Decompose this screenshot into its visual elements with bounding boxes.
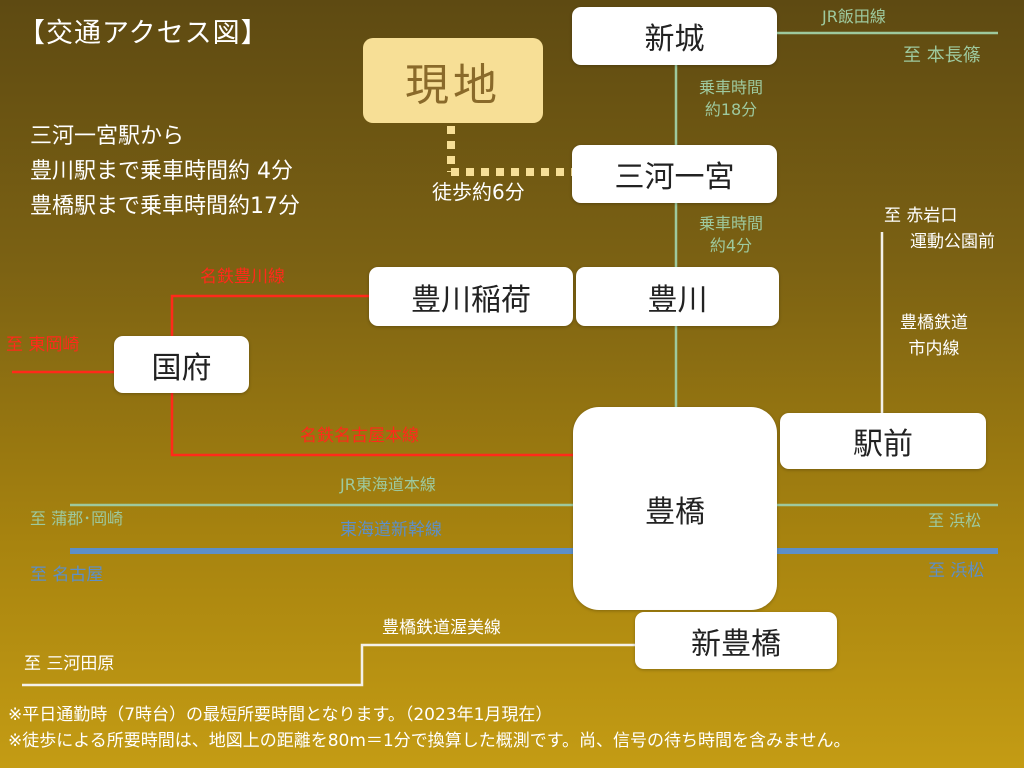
destination-honnagashino: 至 本長篠 [903, 45, 981, 66]
map-title: 【交通アクセス図】 [18, 18, 269, 49]
line-label-meitetsu-toyokawa: 名鉄豊川線 [200, 267, 285, 287]
current-location-label: 現地 [405, 59, 501, 111]
station-toyokawa: 豊川 [576, 267, 779, 326]
current-location-box: 現地 [363, 38, 543, 123]
line-label-jr-iida: JR飯田線 [822, 7, 886, 26]
station-toyohashi: 豊橋 [573, 407, 777, 610]
station-ekimae-label: 駅前 [853, 427, 913, 462]
station-mikawa-ichinomiya: 三河一宮 [572, 145, 777, 203]
line-label-meitetsu-nagoya: 名鉄名古屋本線 [300, 426, 419, 446]
meitetsu-toyokawa-line [170, 294, 370, 336]
destination-akaiwaguchi: 至 赤岩口 [884, 206, 958, 226]
station-shin-toyohashi-label: 新豊橋 [691, 626, 781, 662]
info-line-2: 豊川駅まで乗車時間約 4分 [30, 159, 293, 184]
info-line-1: 三河一宮駅から [30, 124, 185, 149]
station-shinshiro-label: 新城 [644, 22, 705, 57]
station-kou-label: 国府 [151, 350, 212, 386]
walk-time-label: 徒歩約6分 [432, 180, 525, 204]
line-label-toyotetsu-shinai-2: 市内線 [908, 339, 960, 359]
footnote-1: ※平日通勤時（7時台）の最短所要時間となります。（2023年1月現在） [8, 705, 553, 725]
line-label-toyotetsu-shinai-1: 豊橋鉄道 [900, 313, 968, 333]
ride-time-label-1: 乗車時間 [698, 78, 763, 97]
destination-undokoen-mae: 運動公園前 [910, 232, 995, 252]
info-line-3: 豊橋駅まで乗車時間約17分 [30, 194, 300, 219]
line-label-toyotetsu-atsumi: 豊橋鉄道渥美線 [382, 618, 501, 638]
station-toyokawa-label: 豊川 [647, 282, 708, 318]
station-shin-toyohashi: 新豊橋 [635, 612, 837, 669]
destination-nagoya: 至 名古屋 [30, 565, 104, 585]
destination-hamamatsu-jr: 至 浜松 [928, 511, 982, 530]
destination-gamagori-okazaki: 至 蒲郡･岡崎 [30, 509, 124, 528]
station-mikawa-ichinomiya-label: 三河一宮 [614, 160, 735, 195]
meitetsu-nagoya-line [170, 392, 574, 457]
footnote-2: ※徒歩による所要時間は、地図上の距離を80m＝1分で換算した概測です。尚、信号の… [8, 731, 851, 751]
station-toyokawa-inari-label: 豊川稲荷 [411, 282, 531, 318]
destination-higashi-okazaki: 至 東岡崎 [6, 335, 80, 355]
line-label-shinkansen: 東海道新幹線 [340, 520, 442, 540]
destination-mikawa-tahara: 至 三河田原 [24, 654, 115, 674]
ride-time-label-2: 乗車時間 [698, 214, 763, 233]
station-toyohashi-label: 豊橋 [645, 494, 705, 530]
ride-time-value-1: 約18分 [704, 100, 758, 119]
toyotetsu-atsumi-line [22, 643, 635, 687]
line-label-jr-tokaido: JR東海道本線 [340, 475, 436, 494]
ride-time-value-2: 約4分 [709, 236, 753, 255]
station-kou: 国府 [114, 336, 249, 393]
station-ekimae: 駅前 [780, 413, 986, 469]
station-toyokawa-inari: 豊川稲荷 [369, 267, 573, 326]
station-shinshiro: 新城 [572, 7, 777, 65]
destination-hamamatsu-shinkansen: 至 浜松 [928, 561, 985, 581]
